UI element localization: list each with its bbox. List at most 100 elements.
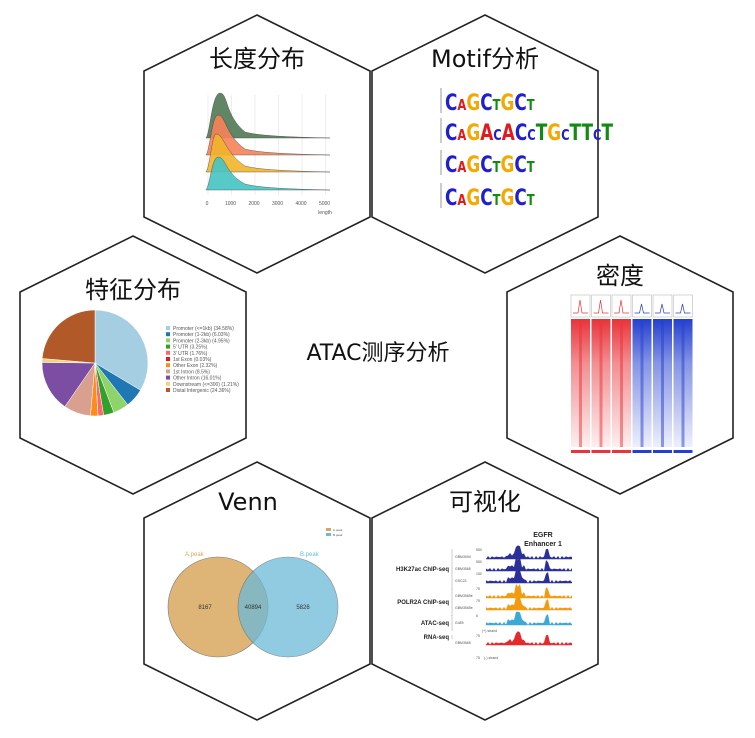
legend-b: B.peak [333, 533, 343, 537]
gene-subtitle: Enhancer 1 [524, 541, 562, 548]
ridge-0 [205, 92, 331, 139]
heatmap-center [620, 319, 623, 447]
ridge-2 [205, 133, 331, 173]
motif-letter: C [514, 91, 526, 116]
legend-swatch [166, 332, 170, 337]
motif-logo-1: CAGACACCTGCTTCT [445, 121, 613, 146]
profile-panel [611, 294, 632, 318]
legend-swatch [166, 375, 170, 380]
motif-letter: G [466, 153, 480, 178]
legend-label: 1st Intron (8.5%) [173, 369, 210, 375]
x-tick-label: 0 [206, 201, 209, 207]
color-scale [673, 450, 693, 453]
count-only-a: 8167 [198, 605, 212, 611]
motif-letter: C [593, 126, 601, 144]
pie-slice [41, 362, 96, 407]
density-heatmap [570, 294, 693, 453]
count-both: 40894 [245, 605, 262, 611]
profile-line [655, 303, 670, 314]
heatmap-center [640, 319, 644, 447]
motif-letter: C [515, 121, 527, 146]
motif-logo-0: CAGCTGCT [445, 91, 535, 116]
motif-letter: T [493, 158, 501, 176]
motif-letter: G [466, 186, 480, 211]
legend-swatch [166, 326, 170, 330]
track-max: 75 [476, 599, 480, 603]
pie-slice [94, 309, 149, 391]
motif-letter: G [500, 186, 514, 211]
track-max: 150 [476, 572, 482, 576]
signal-track [486, 569, 572, 583]
motif-letter: T [570, 121, 582, 146]
group-label: RNA-seq [424, 635, 450, 641]
heatmap-center [661, 319, 664, 447]
legend-swatch [166, 381, 170, 386]
hexagon-length [143, 14, 371, 274]
motif-letter: T [536, 121, 548, 146]
profile-panel [570, 294, 591, 318]
hexagon-motif [371, 14, 599, 274]
hex-title-feature: 特征分布 [85, 276, 181, 304]
signal-track [486, 584, 572, 598]
motif-logo-3: CAGCTGCT [445, 186, 535, 211]
motif-letter: T [601, 121, 613, 146]
motif-letter: C [493, 126, 501, 144]
motif-letter: G [466, 121, 480, 146]
signal-track [486, 596, 572, 610]
legend-swatch [166, 357, 170, 361]
group-label: ATAC-seq [421, 621, 449, 627]
venn-circle-b [237, 556, 339, 658]
motif-letter: C [480, 91, 492, 116]
heatmap-center [681, 319, 685, 447]
heatmap-center [579, 319, 582, 447]
group-label: POLR2A ChIP-seq [397, 600, 449, 606]
legend-swatch [166, 363, 170, 368]
legend-swatch [166, 338, 170, 343]
track-max: 550 [476, 548, 482, 552]
motif-letter: G [547, 121, 561, 146]
x-tick-label: 1000 [225, 201, 236, 207]
signal-track [486, 611, 572, 625]
color-scale [653, 450, 672, 453]
track-max: 75 [476, 587, 480, 591]
color-scale [632, 450, 652, 453]
motif-letter: C [527, 126, 535, 144]
motif-letter: C [445, 91, 457, 116]
bottom-max: 75 [476, 656, 480, 660]
track-id: GBM3565e [455, 594, 473, 598]
legend-swatch [166, 388, 170, 392]
motif-letter: C [445, 186, 457, 211]
motif-letter: G [500, 153, 514, 178]
motif-letter: C [561, 126, 569, 144]
hex-title-motif: Motif分析 [431, 45, 539, 73]
track-id: GBM3565 [455, 567, 471, 571]
track-max: 6 [476, 614, 478, 618]
set-a-label: A.peak [185, 552, 205, 558]
heatmap-center [599, 319, 603, 447]
motif-letter: A [480, 121, 493, 146]
gene-title: EGFR [533, 532, 552, 539]
motif-letter: G [500, 91, 514, 116]
profile-line [593, 299, 609, 314]
profile-panel [591, 294, 611, 318]
x-tick-label: 5000 [319, 201, 330, 207]
legend-label: Promoter (2-3kb) (4.95%) [173, 338, 230, 344]
motif-logo-2: CAGCTGCT [445, 153, 535, 178]
motif-letter: C [480, 186, 492, 211]
profile-line [675, 303, 691, 314]
motif-letter: A [457, 191, 466, 209]
legend-swatch [166, 344, 170, 349]
legend-label: Promoter (1-2kb) (6.03%) [173, 332, 230, 338]
motif-letter: C [445, 121, 457, 146]
profile-line [634, 303, 650, 314]
track-max: 550 [476, 560, 482, 564]
motif-letter: C [480, 153, 492, 178]
color-scale [571, 450, 590, 453]
track-id: G489 [455, 621, 464, 625]
legend-label: 5' UTR (3.25%) [173, 345, 208, 351]
pie-slice [41, 309, 96, 364]
strand-minus: (-) strand [484, 656, 498, 660]
